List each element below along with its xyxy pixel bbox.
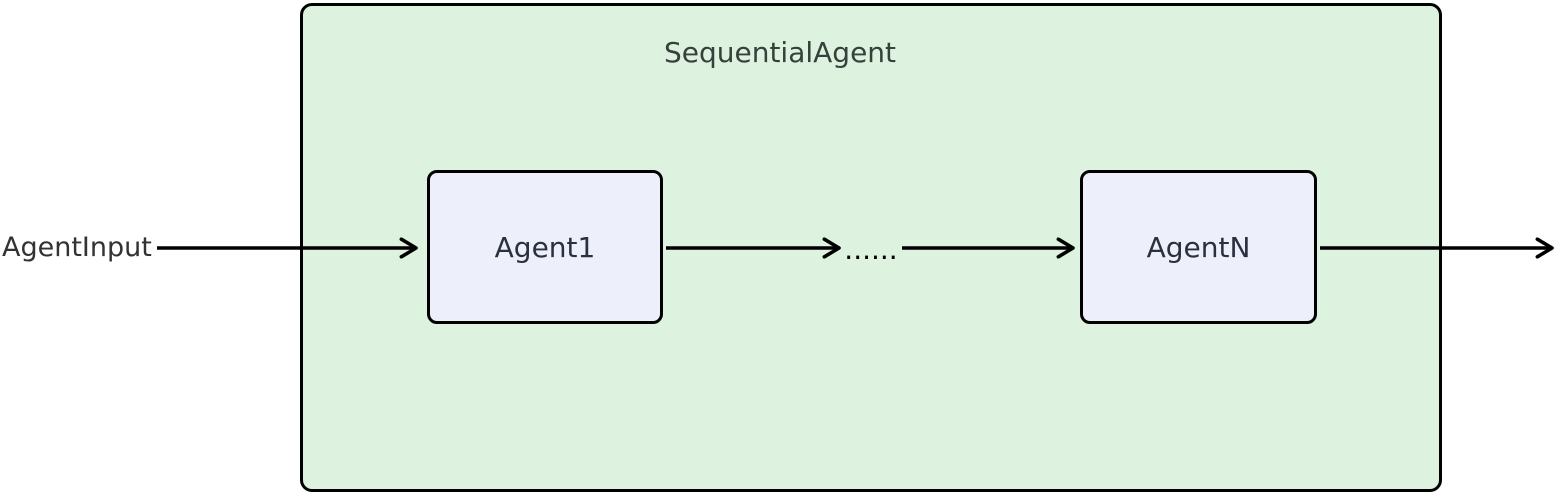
node-agentn-label: AgentN [1146, 230, 1251, 264]
node-agent1-label: Agent1 [494, 230, 596, 264]
ellipsis-label: ...... [844, 233, 897, 266]
input-label: AgentInput [2, 232, 152, 263]
cluster-title: SequentialAgent [663, 36, 897, 69]
node-agent1: Agent1 [427, 170, 663, 324]
node-agentn: AgentN [1080, 170, 1317, 324]
